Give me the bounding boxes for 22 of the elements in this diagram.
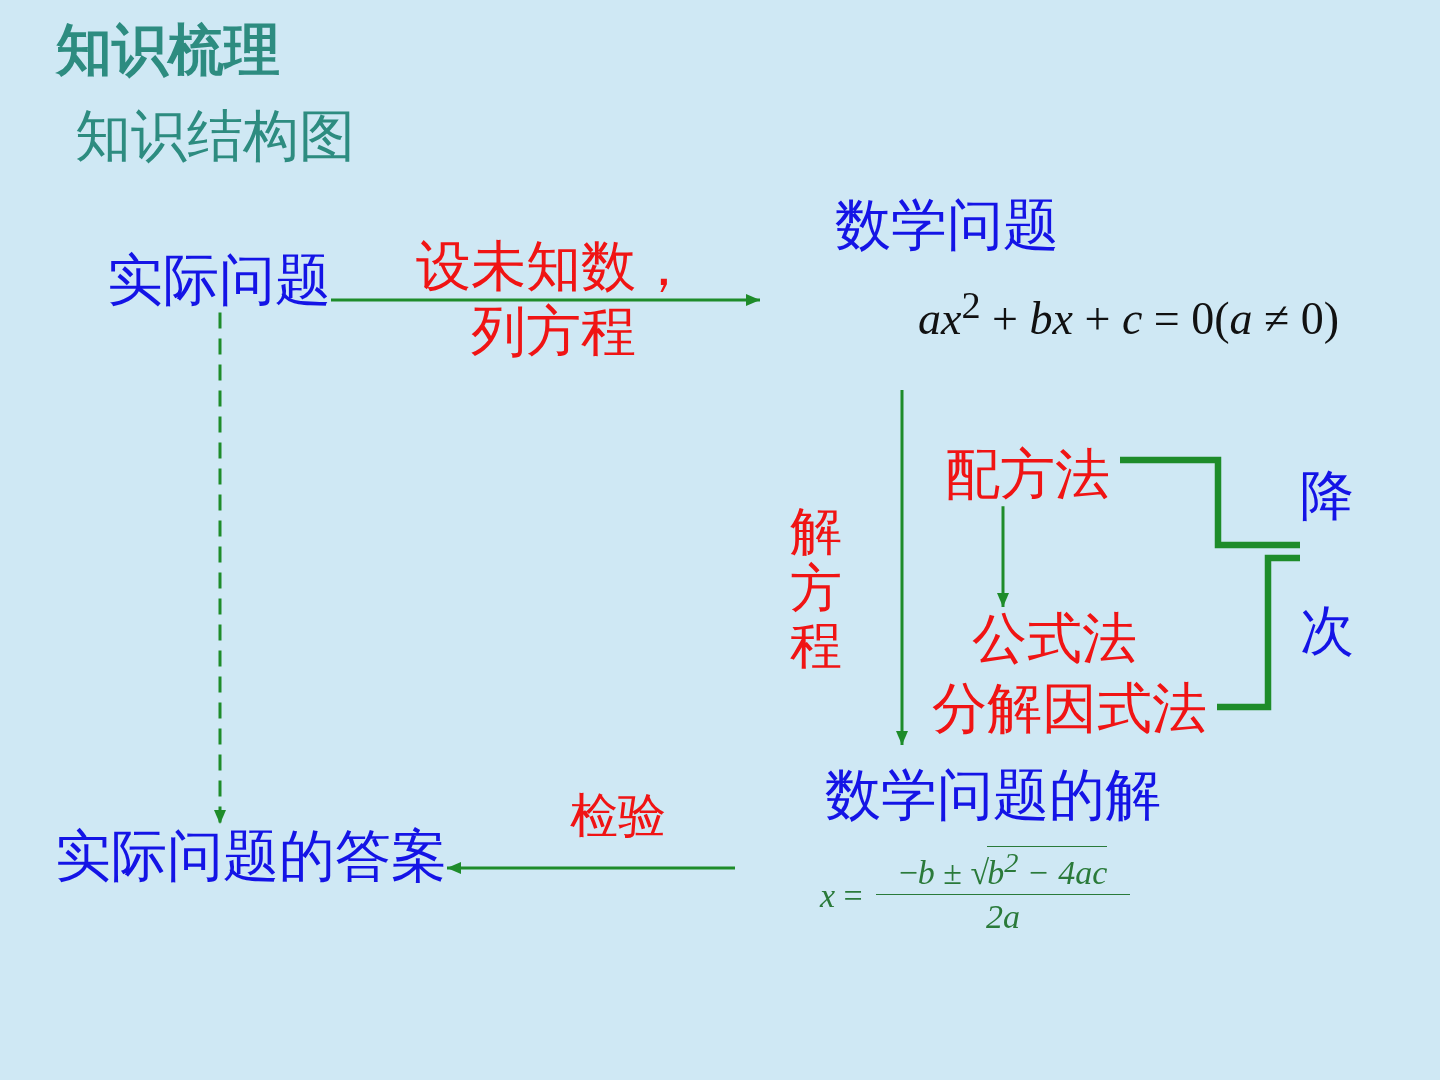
arrow xyxy=(331,294,760,306)
method-label: 公式法 xyxy=(972,607,1137,671)
method-label: 配方法 xyxy=(945,443,1110,507)
arrow xyxy=(997,506,1009,607)
formula-denominator: 2a xyxy=(986,897,1020,937)
concept-label: 数学问题 xyxy=(835,193,1059,258)
arrow xyxy=(896,390,908,745)
slide-title: 知识梳理 xyxy=(56,18,280,83)
quadratic-equation: ax$^{2}$ + bx + c = 0(a ≠ 0) xyxy=(918,283,1340,347)
method-label: 分解因式法 xyxy=(932,677,1207,741)
edge-label: 设未知数，列方程 xyxy=(414,234,692,364)
concept-label: 实际问题 xyxy=(107,248,331,313)
concept-label: 实际问题的答案 xyxy=(55,824,447,889)
edge-label: 检验 xyxy=(570,788,666,844)
vertical-label: 降次 xyxy=(1300,428,1354,698)
edge-label: 解方程 xyxy=(790,503,842,675)
slide-subtitle: 知识结构图 xyxy=(75,104,355,169)
dashed-arrow xyxy=(214,312,226,824)
formula-term: −b ± √ xyxy=(898,853,990,893)
arrow xyxy=(447,862,735,874)
concept-label: 数学问题的解 xyxy=(825,763,1161,828)
formula-variable: x = xyxy=(820,876,863,916)
